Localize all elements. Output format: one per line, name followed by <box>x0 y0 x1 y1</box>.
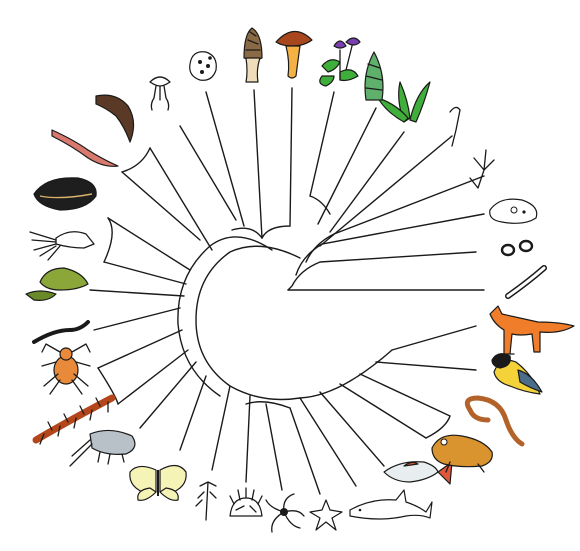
branch-snake <box>360 374 450 416</box>
branch-alga <box>320 136 452 246</box>
node-annelid <box>122 148 150 172</box>
branch-coral <box>180 126 236 220</box>
leech-icon <box>96 95 134 142</box>
shark-icon <box>350 490 432 519</box>
ciliate-protist-icon <box>490 199 537 223</box>
rod-bacterium-icon <box>508 268 544 296</box>
mussel-icon <box>34 178 96 210</box>
branch-spider <box>98 330 182 368</box>
brittle-star-icon <box>266 494 304 532</box>
backbone-arc-inner <box>196 246 300 399</box>
branch-sponge-fungus <box>206 92 244 226</box>
branch-ciliate <box>296 214 484 275</box>
great-tit-bird-icon <box>492 354 542 394</box>
node-vertebrate <box>300 350 392 398</box>
round-bacteria-icon <box>502 241 532 255</box>
butterfly-icon <box>130 465 186 500</box>
branch-squid <box>104 262 186 284</box>
branch-butterfly <box>180 376 206 450</box>
morel-mushroom-icon <box>244 28 262 82</box>
nematode-icon <box>34 322 88 342</box>
toad-icon <box>432 435 492 472</box>
sponge-icon <box>190 52 217 81</box>
earthworm-icon <box>52 130 118 166</box>
branch-morel <box>254 90 262 238</box>
feather-star-icon <box>196 482 216 520</box>
branch-mussel <box>108 218 190 270</box>
branch-brittle-star <box>266 404 282 490</box>
pond-snail-icon <box>26 268 88 300</box>
node-mollusc <box>104 218 112 262</box>
branch-nematode <box>94 308 180 330</box>
bolete-mushroom-icon <box>276 31 312 78</box>
branch-shark <box>300 398 356 486</box>
violet-plant-icon <box>320 38 360 86</box>
branch-round-bacteria <box>288 252 476 290</box>
branch-urchin <box>246 396 250 482</box>
branch-bolete <box>262 88 292 238</box>
branch-minnow <box>320 392 384 466</box>
filamentous-alga-icon <box>450 107 460 146</box>
branch-grass <box>330 132 404 232</box>
tree-branches <box>90 88 484 494</box>
branch-violet <box>310 92 334 196</box>
branch-starfish <box>290 408 320 494</box>
coral-polyp-icon <box>150 77 170 110</box>
branch-fox <box>392 326 476 350</box>
spider-icon <box>42 344 90 394</box>
branch-centipede <box>118 350 188 404</box>
branch-feather-star <box>212 386 230 470</box>
branched-protist-icon <box>470 150 494 188</box>
squid-icon <box>30 232 94 260</box>
sea-urchin-icon <box>230 488 262 516</box>
branch-bird <box>376 362 476 370</box>
branch-earthworm <box>122 172 200 240</box>
grass-plant-icon <box>378 82 430 122</box>
fox-icon <box>490 306 574 354</box>
snake-icon <box>467 398 522 444</box>
branch-snail <box>90 290 184 296</box>
minnow-fish-icon <box>384 462 452 484</box>
node-tetrapod <box>426 416 450 438</box>
woodlouse-icon <box>70 430 135 466</box>
starfish-icon <box>310 500 342 530</box>
backbone-arc-outer <box>178 237 272 396</box>
node-echinoderm <box>246 402 290 408</box>
branch-woodlouse <box>140 362 196 428</box>
moss-icon <box>365 52 383 100</box>
